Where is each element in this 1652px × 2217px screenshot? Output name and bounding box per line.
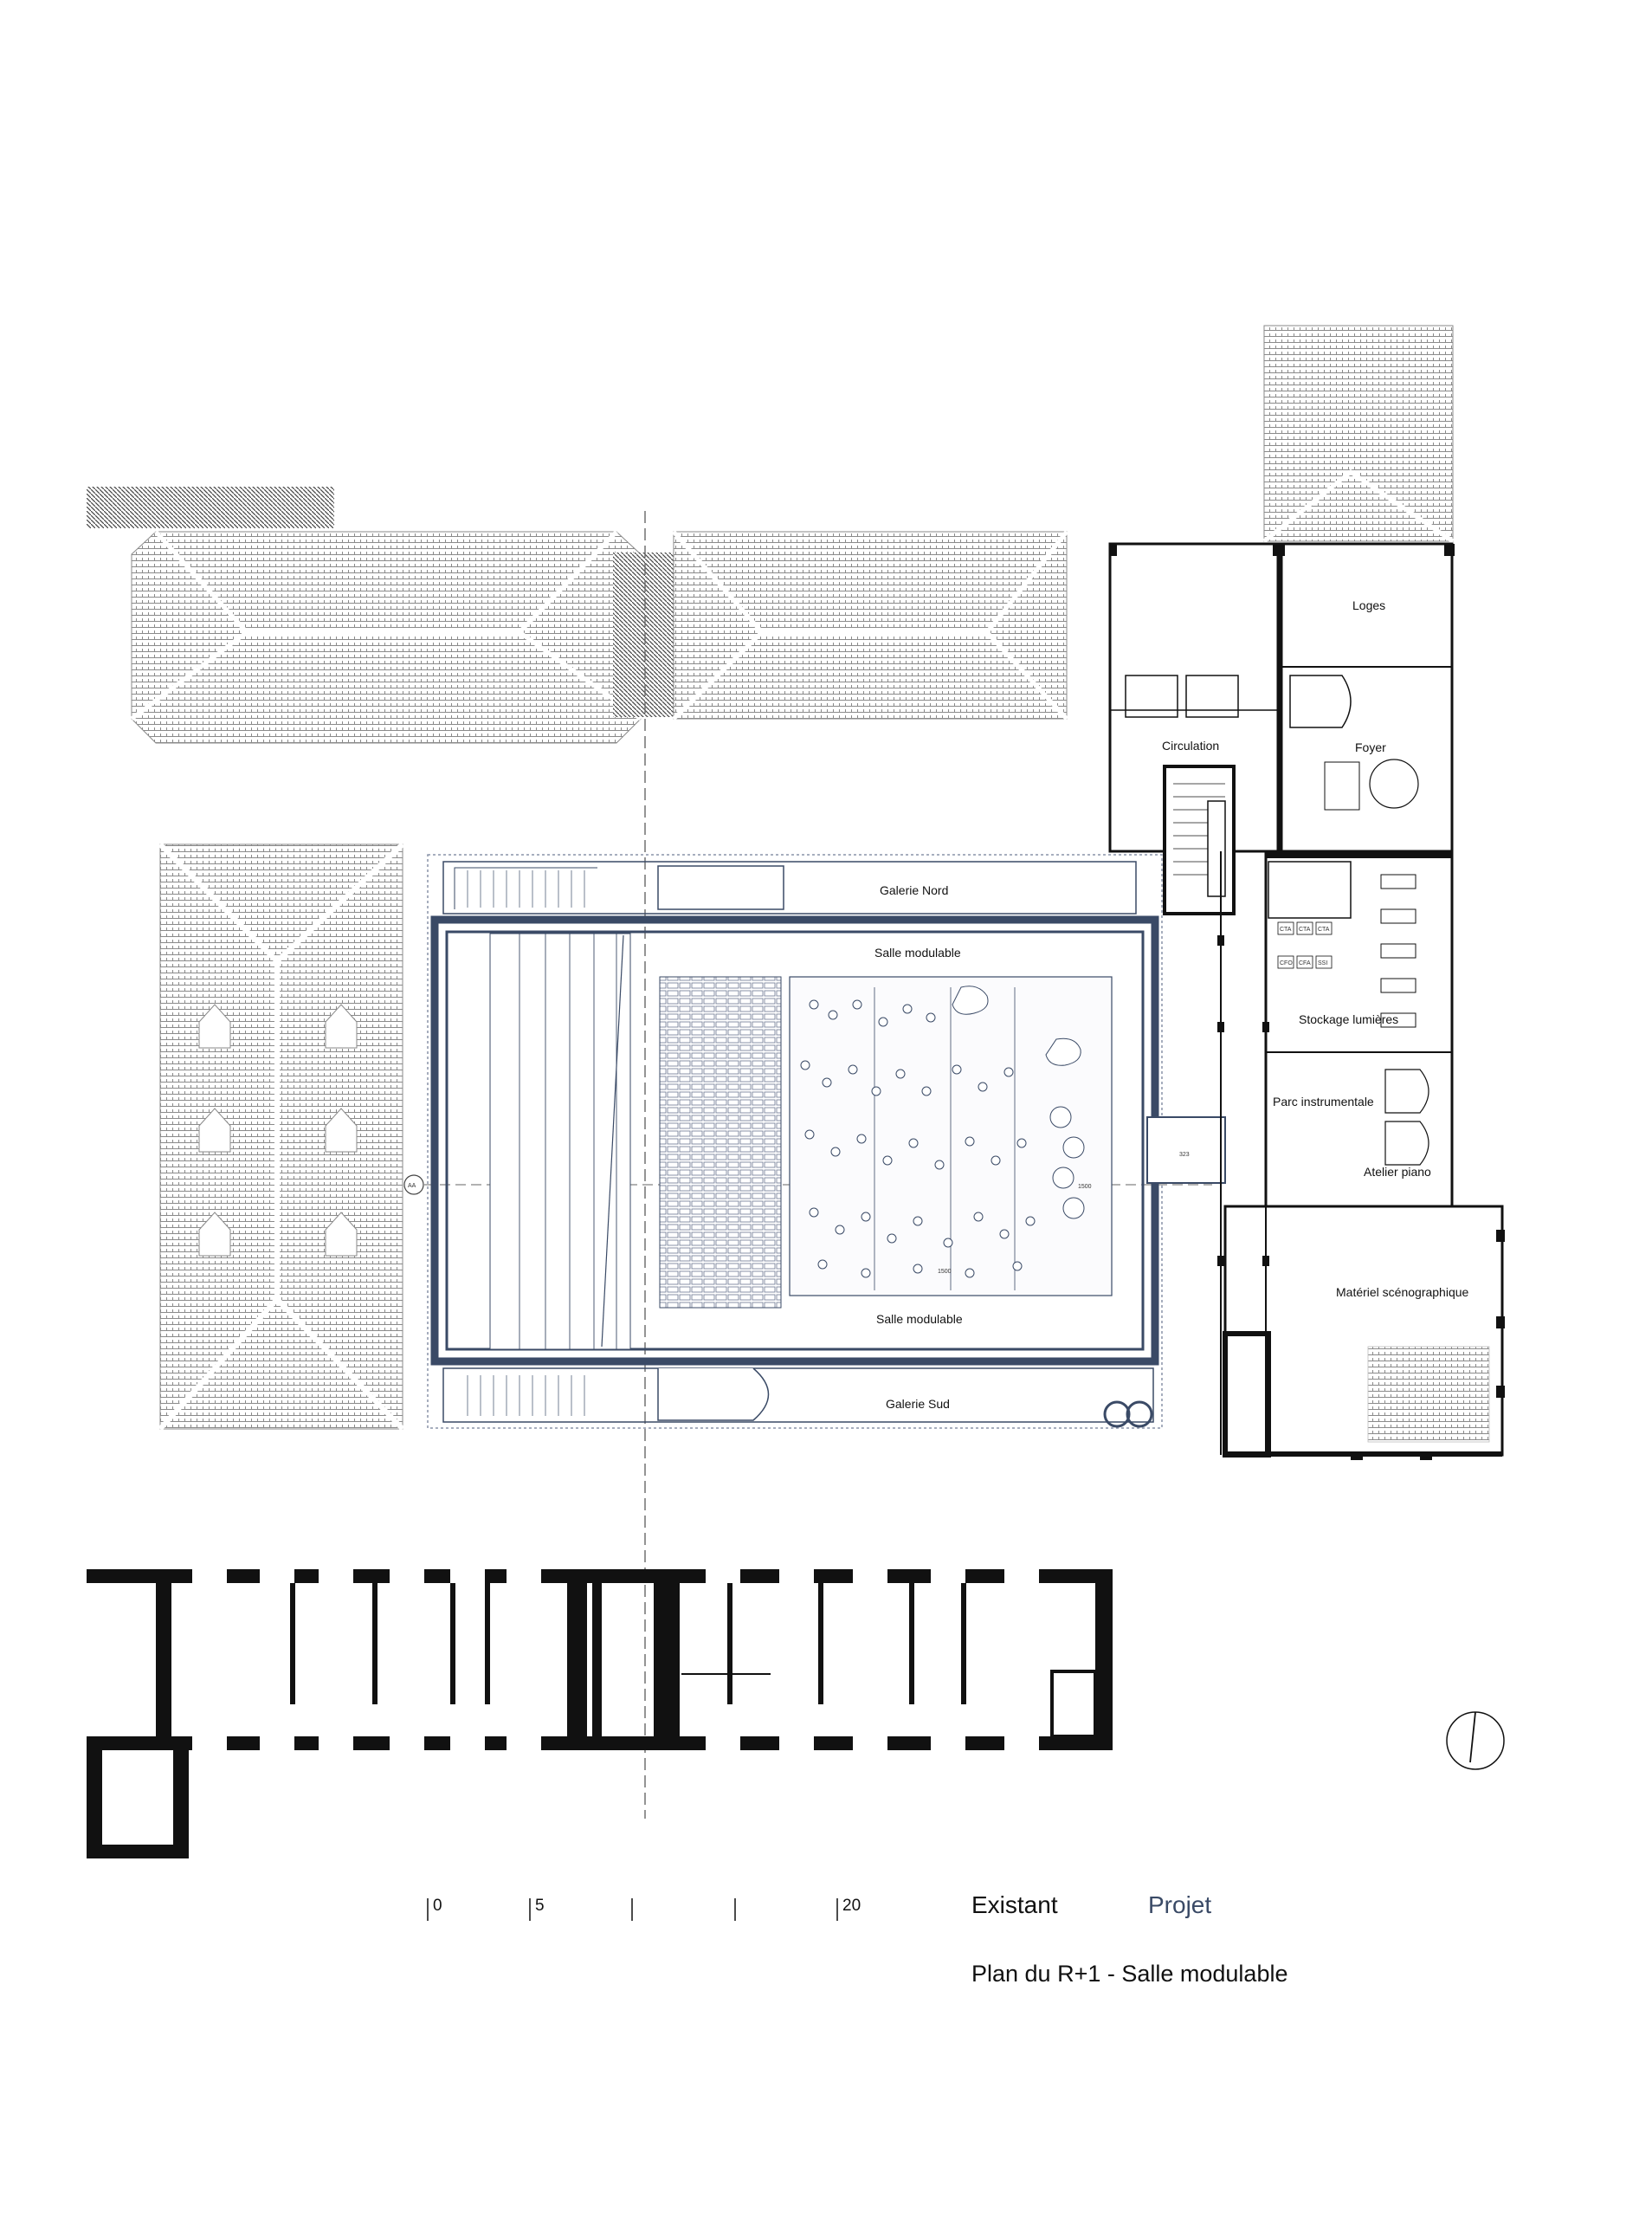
galerie-nord: Galerie Nord: [442, 861, 1137, 915]
legend-projet: Projet: [1148, 1891, 1212, 1918]
equipment-cta-2: CTA: [1299, 927, 1311, 933]
roof-west: [158, 842, 405, 1432]
scale-label-0: 0: [433, 1897, 442, 1915]
stair-core: [1163, 765, 1236, 915]
existing-south-building: [87, 1569, 1113, 1858]
roof-top-band: [87, 487, 334, 528]
equipment-ssi: SSI: [1318, 960, 1327, 966]
axis-marker-circle: [403, 1174, 424, 1195]
room-label-salle-modulable-top: Salle modulable: [874, 946, 961, 960]
scale-label-5: 5: [535, 1897, 545, 1915]
equipment-cta-3: CTA: [1318, 927, 1330, 933]
room-label-galerie-nord: Galerie Nord: [880, 883, 948, 897]
scale-bar: [427, 1898, 838, 1921]
galerie-sud: Galerie Sud: [442, 1367, 1154, 1428]
room-label-atelier-piano: Atelier piano: [1364, 1165, 1431, 1179]
dimension-1500-a: 1500: [1078, 1184, 1092, 1190]
room-label-circulation: Circulation: [1162, 739, 1219, 753]
north-arrow: [1446, 1711, 1505, 1770]
dimension-323: 323: [1179, 1152, 1190, 1158]
plan-title: Plan du R+1 - Salle modulable: [971, 1961, 1288, 1987]
equipment-cfa: CFA: [1299, 960, 1311, 966]
room-label-parc-instrumentale: Parc instrumentale: [1273, 1095, 1374, 1108]
roof-north-left: [130, 530, 674, 744]
east-wing-north: Loges Circulation Foyer: [1108, 542, 1455, 853]
room-label-salle-modulable-bottom: Salle modulable: [876, 1312, 963, 1326]
room-label-materiel-scenographique: Matériel scénographique: [1336, 1285, 1469, 1299]
main-hall: Salle modulable Salle modulable 1500 150…: [427, 854, 1163, 1429]
circular-element-2: [1126, 1400, 1153, 1428]
roof-northeast: [1262, 325, 1455, 544]
room-label-foyer: Foyer: [1355, 740, 1386, 754]
dimension-1500-b: 1500: [938, 1269, 952, 1275]
circular-element-1: [1103, 1400, 1131, 1428]
equipment-cfo: CFO: [1280, 960, 1293, 966]
east-wing-middle: CTA CTA CTA CFO CFA SSI Stockage lumière…: [1264, 850, 1454, 1208]
east-wing-south: Matériel scénographique: [1223, 1205, 1505, 1460]
axis-marker-label: AA: [408, 1183, 416, 1189]
room-label-galerie-sud: Galerie Sud: [886, 1397, 950, 1411]
connector-corridor: 323: [1146, 1116, 1226, 1184]
roof-north-right: [672, 530, 1068, 721]
room-label-loges: Loges: [1352, 598, 1385, 612]
legend-existant: Existant: [971, 1891, 1058, 1918]
scale-label-20: 20: [842, 1897, 861, 1915]
equipment-cta-1: CTA: [1280, 927, 1292, 933]
room-label-stockage-lumieres: Stockage lumières: [1299, 1012, 1398, 1026]
